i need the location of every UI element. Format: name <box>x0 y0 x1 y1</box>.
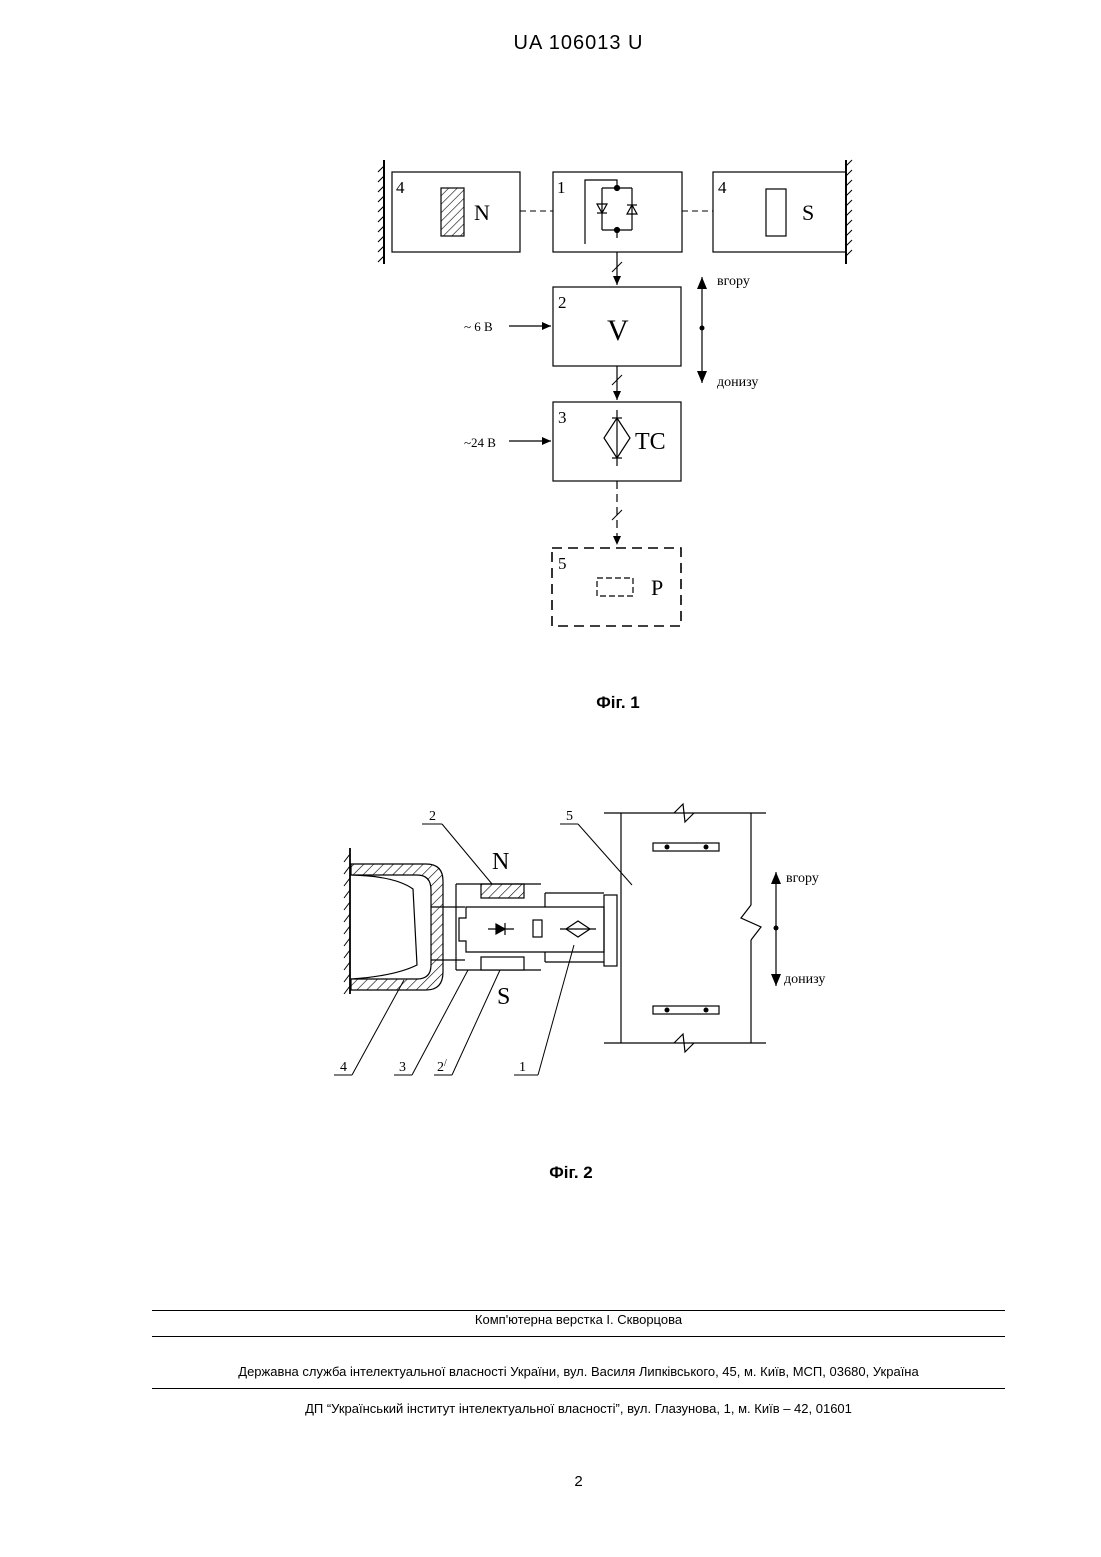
figure-1-block-diagram: 4 N 1 4 S 2 <box>375 155 855 635</box>
down-arrow-icon <box>697 371 707 383</box>
page-number: 2 <box>0 1473 1101 1490</box>
direction-down-label: донизу <box>717 375 758 390</box>
footer-rule-bottom <box>152 1388 1005 1389</box>
office-address: Державна служба інтелектуальної власност… <box>152 1364 1005 1379</box>
block-4-right-number: 4 <box>718 178 727 197</box>
block-3-symbol: TC <box>635 429 666 455</box>
input-6v-label: ~ 6 В <box>464 319 493 334</box>
label-3: 3 <box>399 1060 406 1075</box>
north-pole-label: N <box>492 849 509 875</box>
block-4-north-magnet: 4 N <box>392 172 520 252</box>
direction-up-label: вгору <box>717 274 750 289</box>
direction-indicator: вгору донизу <box>771 871 825 987</box>
block-4-left-number: 4 <box>396 178 405 197</box>
footer-rule-middle <box>152 1336 1005 1337</box>
down-arrow-icon <box>771 974 781 986</box>
bracket-inner-profile <box>351 875 417 979</box>
south-pole-label: S <box>497 984 510 1010</box>
input-24v-label: ~24 В <box>464 435 496 450</box>
direction-down-label: донизу <box>784 972 825 987</box>
south-magnet-icon <box>766 189 786 236</box>
figure-2-mechanical-drawing: N S вгору донизу <box>325 800 845 1100</box>
north-magnet-icon <box>441 188 464 236</box>
block-2-symbol: V <box>607 314 629 347</box>
south-magnet-icon <box>481 957 524 970</box>
label-5: 5 <box>566 809 573 824</box>
footer-rule-top <box>152 1310 1005 1311</box>
label-2: 2 <box>429 809 436 824</box>
label-4: 4 <box>340 1060 347 1075</box>
block-5-relay: 5 P <box>552 548 681 626</box>
block-5-number: 5 <box>558 554 567 573</box>
mounting-wall <box>344 848 350 994</box>
cage-panel <box>604 804 766 1052</box>
label-2-prime: 2/ <box>437 1058 447 1075</box>
relay-coil-icon <box>597 578 633 596</box>
diode-bridge-icon <box>585 180 637 244</box>
thyristor-icon <box>604 410 630 466</box>
figure-1-caption: Фіг. 1 <box>518 693 718 713</box>
diode-icon <box>488 923 514 935</box>
block-2-number: 2 <box>558 293 567 312</box>
south-pole-label: S <box>802 200 814 225</box>
block-5-symbol: P <box>651 575 663 600</box>
up-arrow-icon <box>697 277 707 289</box>
block-3-number: 3 <box>558 408 567 427</box>
right-wall-hatch <box>846 160 852 264</box>
institute-address: ДП “Український інститут інтелектуальної… <box>152 1401 1005 1416</box>
figure-2-caption: Фіг. 2 <box>471 1163 671 1183</box>
thyristor-icon <box>560 921 596 937</box>
north-magnet-icon <box>481 884 524 898</box>
north-pole-label: N <box>474 200 490 225</box>
document-id-header: UA 106013 U <box>0 32 1101 55</box>
block-3-thyristor: 3 TC <box>553 402 681 481</box>
block-1-sensor: 1 <box>553 172 682 252</box>
direction-up-label: вгору <box>786 871 819 886</box>
left-wall-hatch <box>378 160 384 264</box>
label-1: 1 <box>519 1060 526 1075</box>
block-4-south-magnet: 4 S <box>713 172 846 252</box>
block-1-number: 1 <box>557 178 566 197</box>
block-2-voltage: 2 V <box>553 287 681 366</box>
direction-indicator: вгору донизу <box>697 274 758 390</box>
up-arrow-icon <box>771 872 781 884</box>
layout-credit: Комп'ютерна верстка І. Скворцова <box>152 1312 1005 1327</box>
reed-switch-icon <box>533 920 542 937</box>
